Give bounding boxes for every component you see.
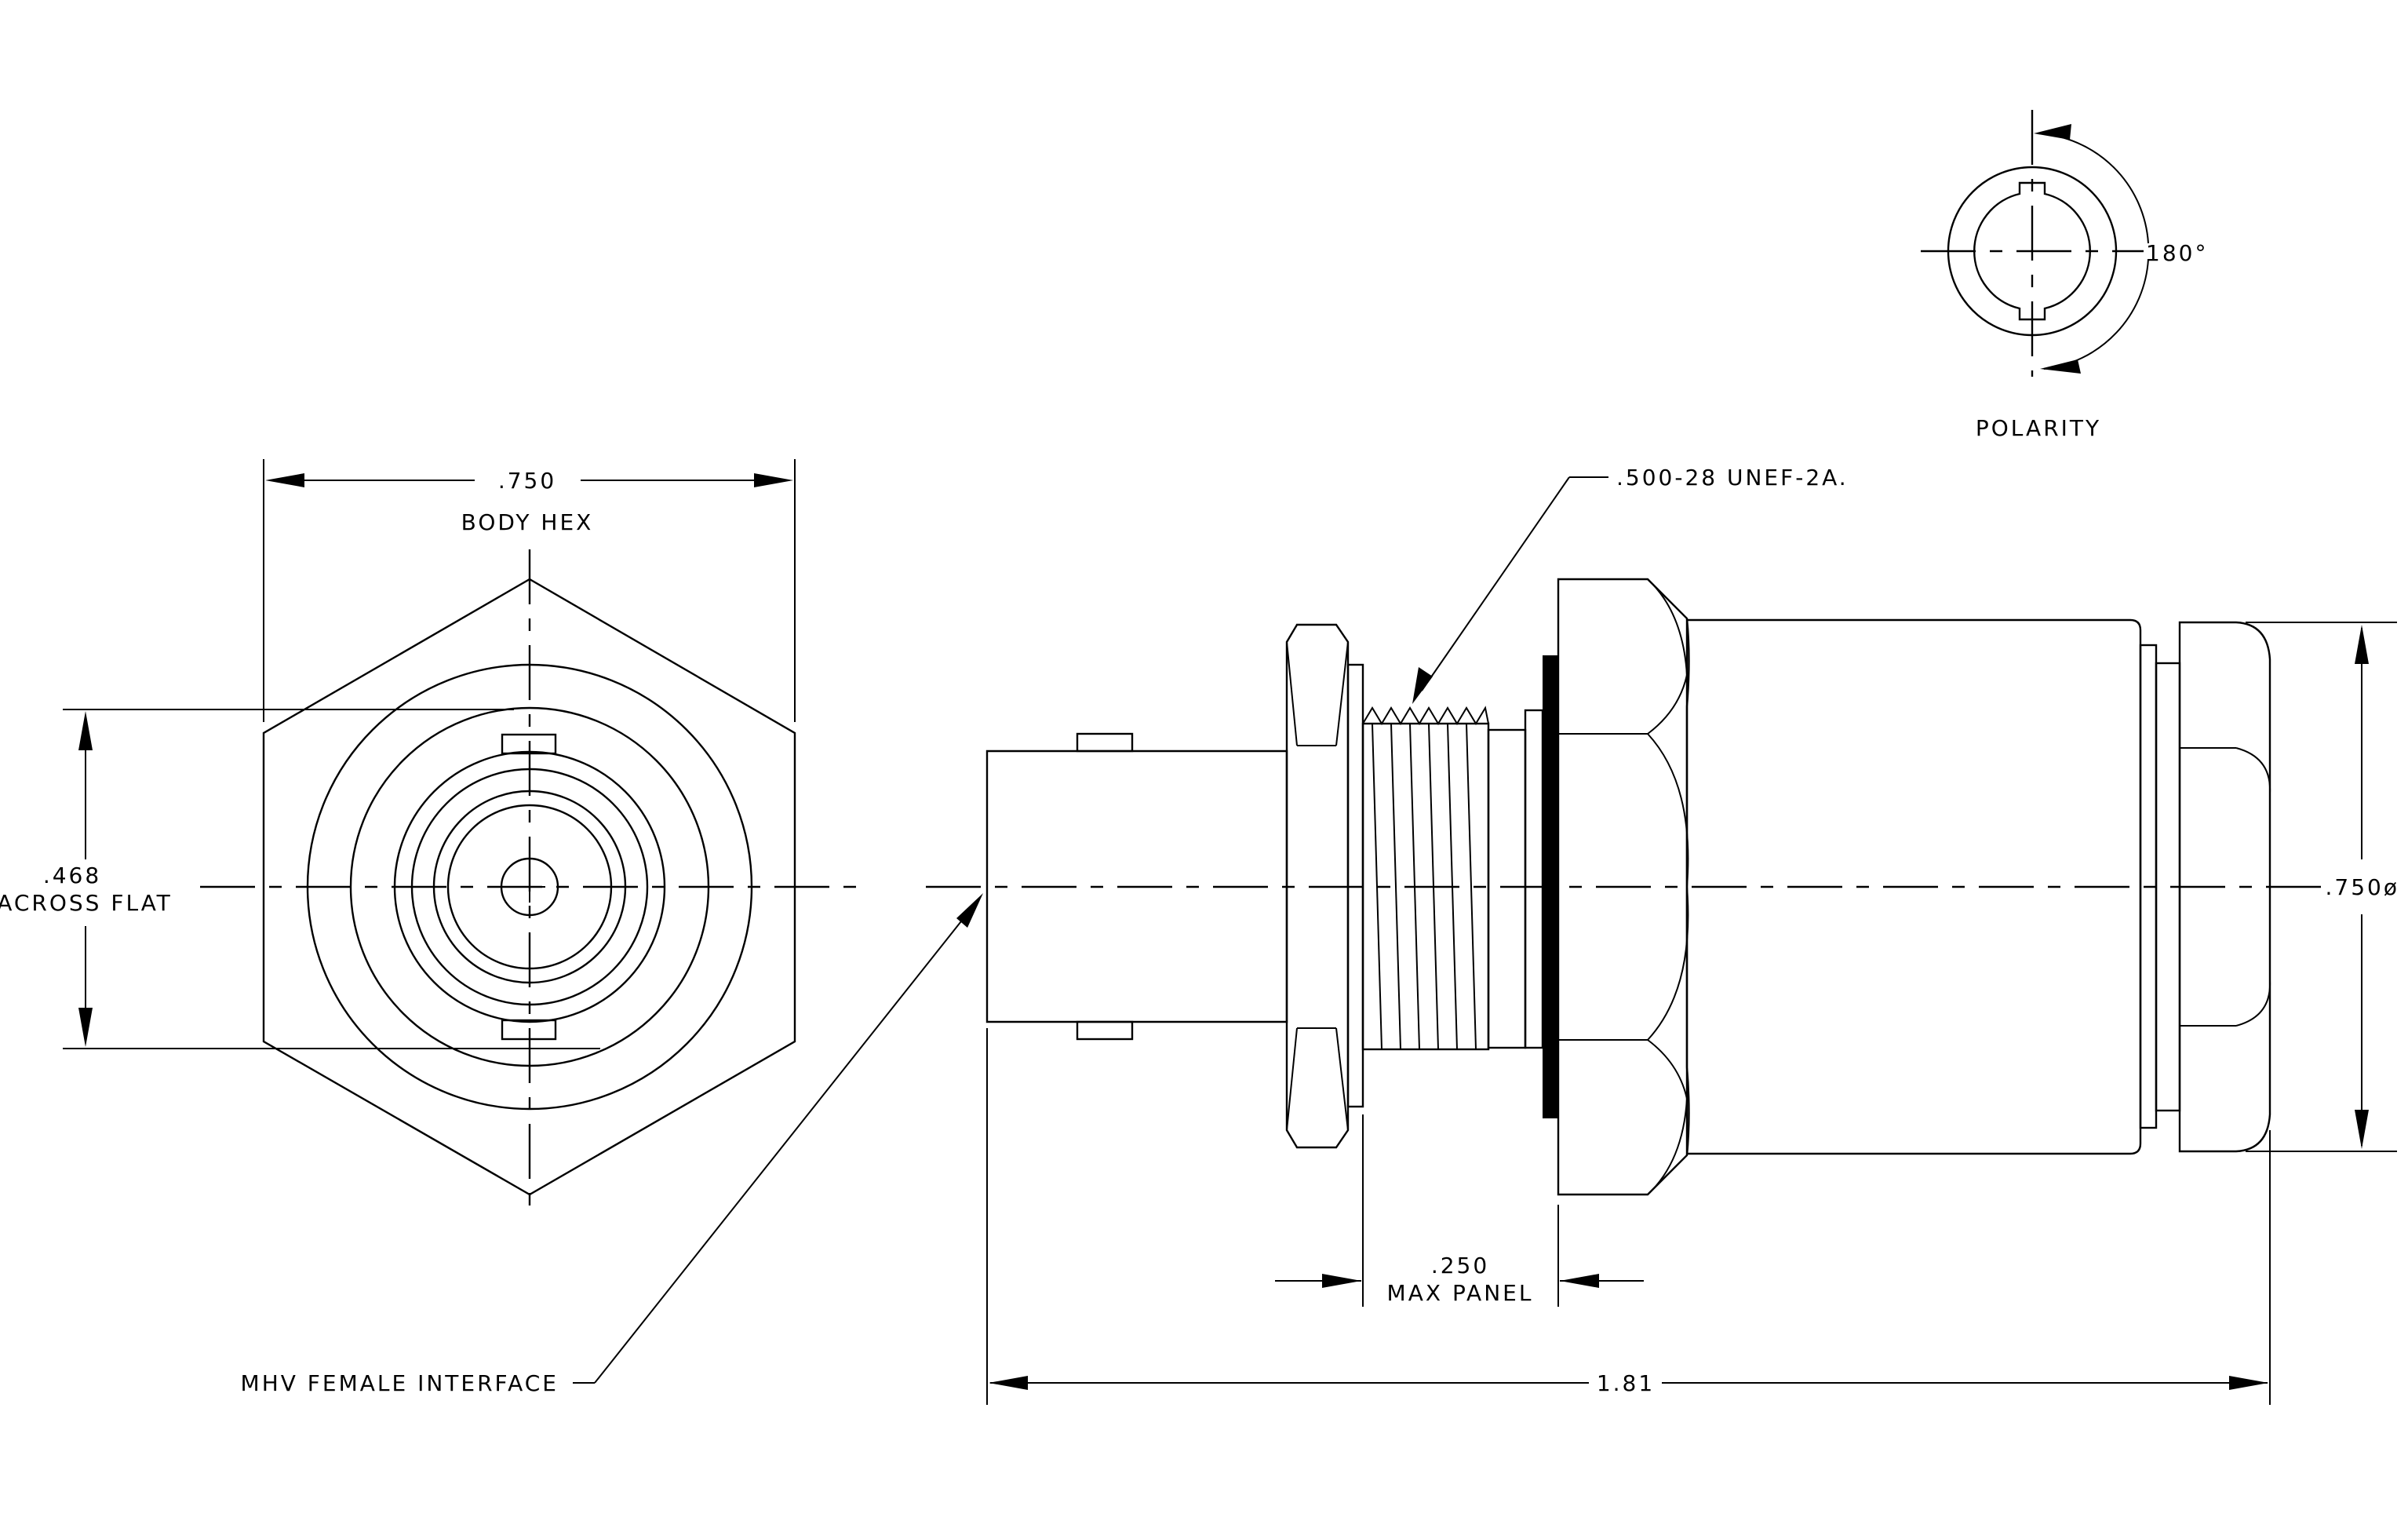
interface-callout: MHV FEMALE INTERFACE: [241, 893, 983, 1396]
max-panel-dimension: .250 MAX PANEL: [1275, 1114, 1644, 1307]
diameter-dimension: .750ø: [2246, 622, 2399, 1152]
diameter-label: .750ø: [2326, 874, 2399, 900]
interface-label: MHV FEMALE INTERFACE: [241, 1370, 559, 1396]
collar: [1524, 709, 1544, 1049]
main-body: [1685, 618, 2142, 1155]
lock-washer: [1346, 663, 1364, 1108]
polarity-keyed-bore: [1973, 181, 2091, 321]
panel-dim-label: .250: [1431, 1253, 1489, 1278]
thread-label: .500-28 UNEF-2A.: [1616, 465, 1849, 491]
front-view: [200, 549, 859, 1216]
polarity-arc-bottom: [2043, 258, 2149, 370]
polarity-detail: 180° POLARITY: [1921, 110, 2208, 441]
panel-nut: [1285, 623, 1350, 1149]
polarity-label: POLARITY: [1976, 415, 2101, 441]
side-view: [926, 578, 2322, 1196]
across-flat-label: ACROSS FLAT: [0, 890, 173, 916]
angle-label: 180°: [2146, 240, 2208, 266]
body-hex-dim-label: .750: [498, 468, 556, 494]
thread-crests: [1362, 706, 1489, 725]
tube-pin-bottom: [1076, 1020, 1134, 1041]
length-dimension: 1.81: [986, 1028, 2271, 1405]
across-flat-dimension: .468 ACROSS FLAT: [0, 709, 600, 1049]
across-flat-dim-label: .468: [43, 863, 101, 888]
body-hex-dimension: .750 BODY HEX: [263, 459, 796, 722]
tube-pin-top: [1076, 732, 1134, 753]
polarity-arc-top: [2037, 133, 2149, 244]
body-hex-label: BODY HEX: [461, 509, 594, 535]
rear-nut: [2178, 621, 2271, 1153]
thread-callout: .500-28 UNEF-2A.: [1412, 465, 1849, 704]
length-label: 1.81: [1597, 1370, 1655, 1396]
max-panel-label: MAX PANEL: [1387, 1280, 1534, 1306]
